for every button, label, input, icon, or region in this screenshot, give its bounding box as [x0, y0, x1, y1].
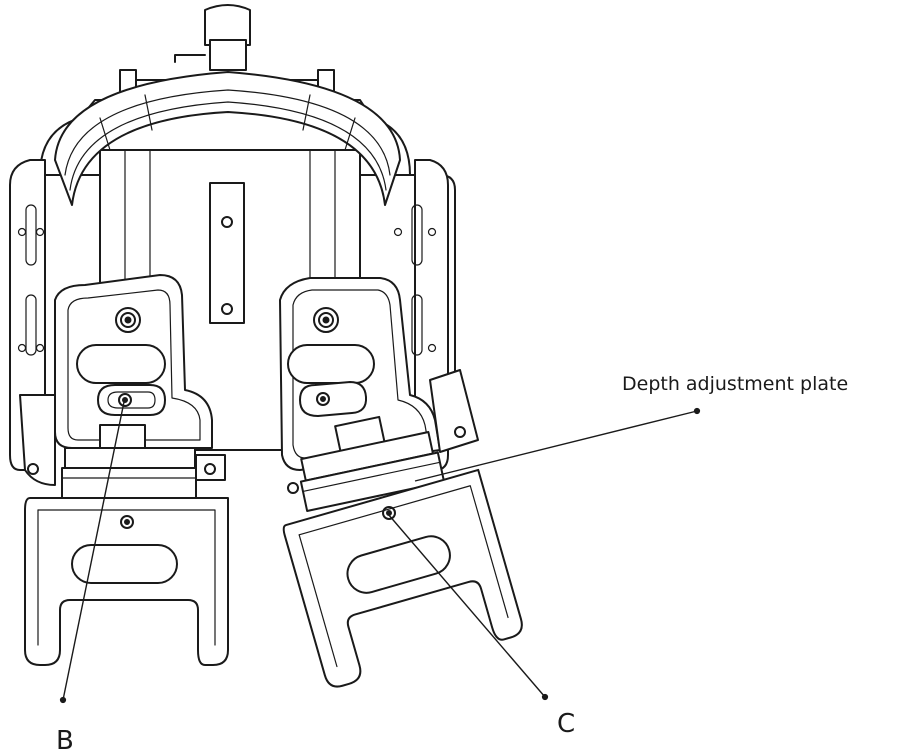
label-depth-adjustment-plate: Depth adjustment plate — [622, 373, 848, 395]
right-footplate — [279, 277, 523, 688]
leader-depth-plate — [414, 407, 701, 482]
top-handle — [54, 4, 401, 206]
label-b: B — [56, 726, 74, 753]
label-c: C — [557, 709, 575, 739]
leader-b — [59, 401, 125, 704]
left-footplate — [19, 274, 229, 666]
leader-c — [387, 513, 549, 701]
